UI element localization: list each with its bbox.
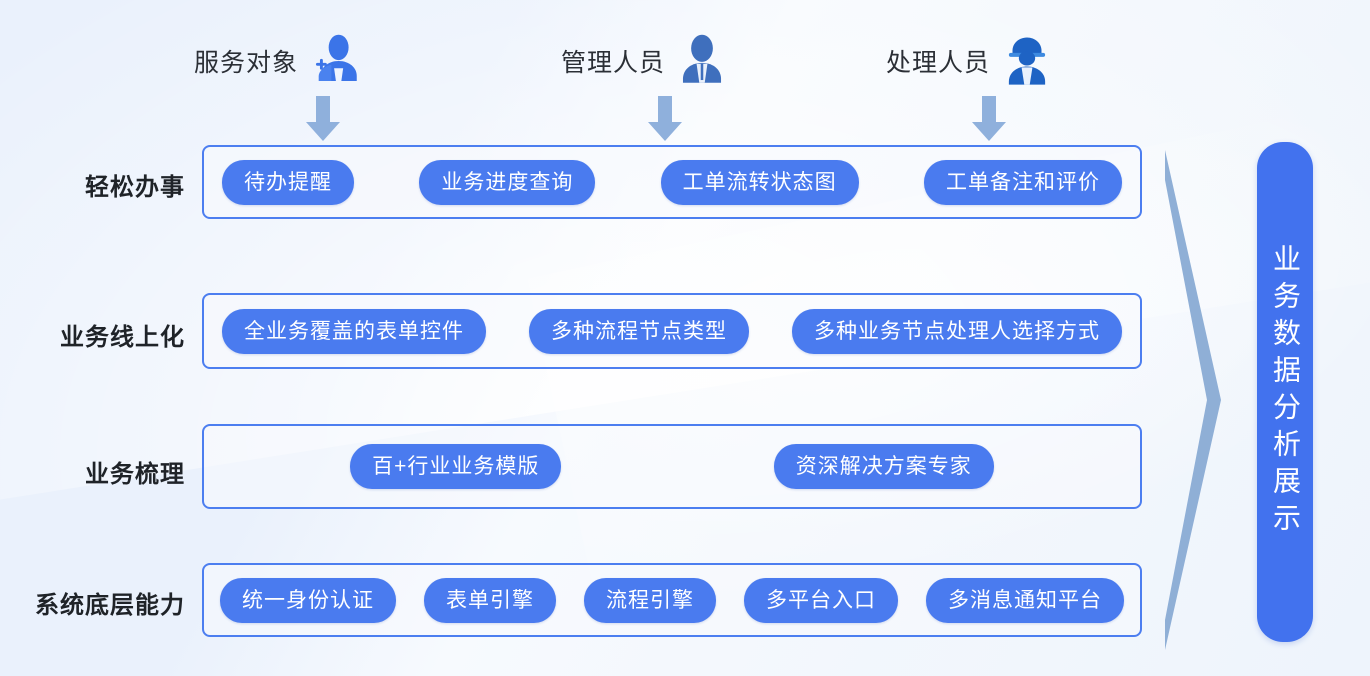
down-arrow-2 [646,96,684,142]
manager-icon [673,32,731,90]
down-arrow-1 [304,96,342,142]
pill-progress-query[interactable]: 业务进度查询 [419,159,596,205]
actor-manager: 管理人员 [561,32,731,90]
vertical-banner-data-analysis[interactable]: 业务数据分析展示 [1257,142,1313,642]
pill-todo-reminder[interactable]: 待办提醒 [222,159,354,205]
pill-group: 待办提醒 业务进度查询 工单流转状态图 工单备注和评价 [204,147,1140,217]
pill-form-engine[interactable]: 表单引擎 [424,577,556,623]
row-label-business-online: 业务线上化 [60,324,185,351]
pill-group: 全业务覆盖的表单控件 多种流程节点类型 多种业务节点处理人选择方式 [204,295,1140,367]
user-add-icon [306,32,364,90]
row-box-system-foundation: 统一身份认证 表单引擎 流程引擎 多平台入口 多消息通知平台 [202,563,1142,637]
row-label-business-combing: 业务梳理 [85,461,185,488]
actor-service-object: 服务对象 [194,32,364,90]
pill-ticket-remark-review[interactable]: 工单备注和评价 [923,159,1122,205]
pill-group: 百+行业业务模版 资深解决方案专家 [204,426,1140,507]
pill-assignee-selection[interactable]: 多种业务节点处理人选择方式 [792,308,1122,354]
row-box-easy-handling: 待办提醒 业务进度查询 工单流转状态图 工单备注和评价 [202,145,1142,219]
row-box-business-online: 全业务覆盖的表单控件 多种流程节点类型 多种业务节点处理人选择方式 [202,293,1142,369]
row-box-business-combing: 百+行业业务模版 资深解决方案专家 [202,424,1142,509]
row-label-system-foundation: 系统底层能力 [35,592,185,619]
row-label-easy-handling: 轻松办事 [85,174,185,201]
down-arrow-3 [970,96,1008,142]
pill-group: 统一身份认证 表单引擎 流程引擎 多平台入口 多消息通知平台 [204,565,1140,635]
actor-label: 服务对象 [194,49,299,77]
pill-multi-platform-entry[interactable]: 多平台入口 [744,577,898,623]
pill-solution-experts[interactable]: 资深解决方案专家 [773,444,994,489]
pill-industry-templates[interactable]: 百+行业业务模版 [350,444,562,489]
pill-full-form-controls[interactable]: 全业务覆盖的表单控件 [222,308,486,354]
pill-node-types[interactable]: 多种流程节点类型 [529,308,749,354]
vertical-banner-label: 业务数据分析展示 [1270,244,1301,540]
pill-unified-identity[interactable]: 统一身份认证 [220,577,396,623]
actor-label: 处理人员 [886,49,991,77]
pill-ticket-flow-status[interactable]: 工单流转状态图 [660,159,859,205]
actor-handler: 处理人员 [886,32,1056,90]
actor-label: 管理人员 [561,49,666,77]
right-chevron-icon [1163,150,1225,650]
pill-process-engine[interactable]: 流程引擎 [584,577,716,623]
worker-helmet-icon [998,32,1056,90]
pill-multi-message-notify[interactable]: 多消息通知平台 [926,577,1124,623]
